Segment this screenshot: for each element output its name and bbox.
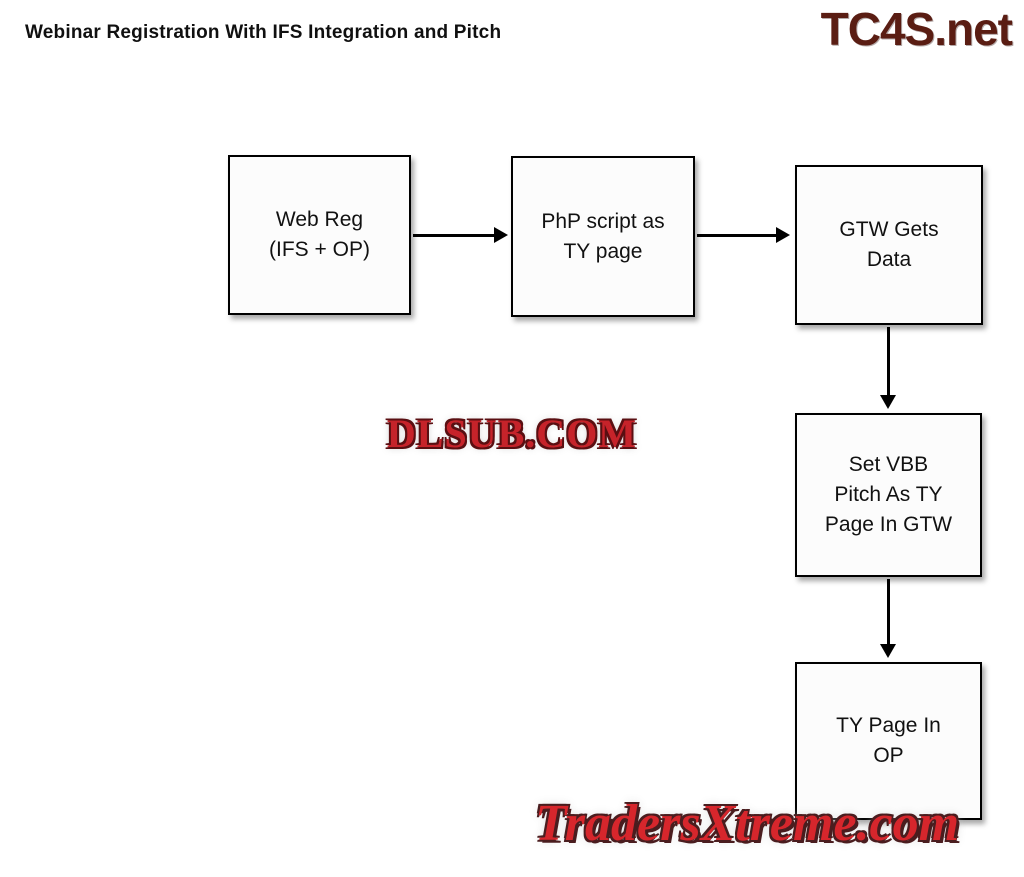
flow-node-set-vbb-pitch: Set VBB Pitch As TY Page In GTW <box>795 413 982 577</box>
watermark-dlsub: DLSUB.COM <box>386 411 638 456</box>
arrow-setvbb-to-typage-icon <box>880 579 896 658</box>
arrow-gtw-to-setvbb-icon <box>880 327 896 409</box>
arrowhead-right-icon <box>776 227 790 243</box>
flow-node-web-reg: Web Reg (IFS + OP) <box>228 155 411 315</box>
arrow-php-to-gtw-icon <box>697 227 790 243</box>
flow-node-label: Web Reg (IFS + OP) <box>269 208 370 261</box>
arrowhead-down-icon <box>880 395 896 409</box>
flow-node-label: PhP script as TY page <box>541 209 665 263</box>
watermark-tradersxtreme: TradersXtreme.com <box>534 795 960 852</box>
flow-node-label: GTW Gets Data <box>839 218 939 271</box>
flow-node-gtw-gets-data: GTW Gets Data <box>795 165 983 325</box>
flow-node-php-script: PhP script as TY page <box>511 156 695 317</box>
flow-node-label: Set VBB Pitch As TY Page In GTW <box>824 453 953 536</box>
page-title: Webinar Registration With IFS Integratio… <box>25 22 502 43</box>
flow-node-ty-page-in-op: TY Page In OP <box>795 662 982 820</box>
arrow-webreg-to-php-icon <box>413 227 508 243</box>
arrowhead-down-icon <box>880 644 896 658</box>
arrowhead-right-icon <box>494 227 508 243</box>
brand-logo-tc4s: TC4S.net <box>820 3 1013 55</box>
flow-node-label: TY Page In OP <box>836 714 941 767</box>
